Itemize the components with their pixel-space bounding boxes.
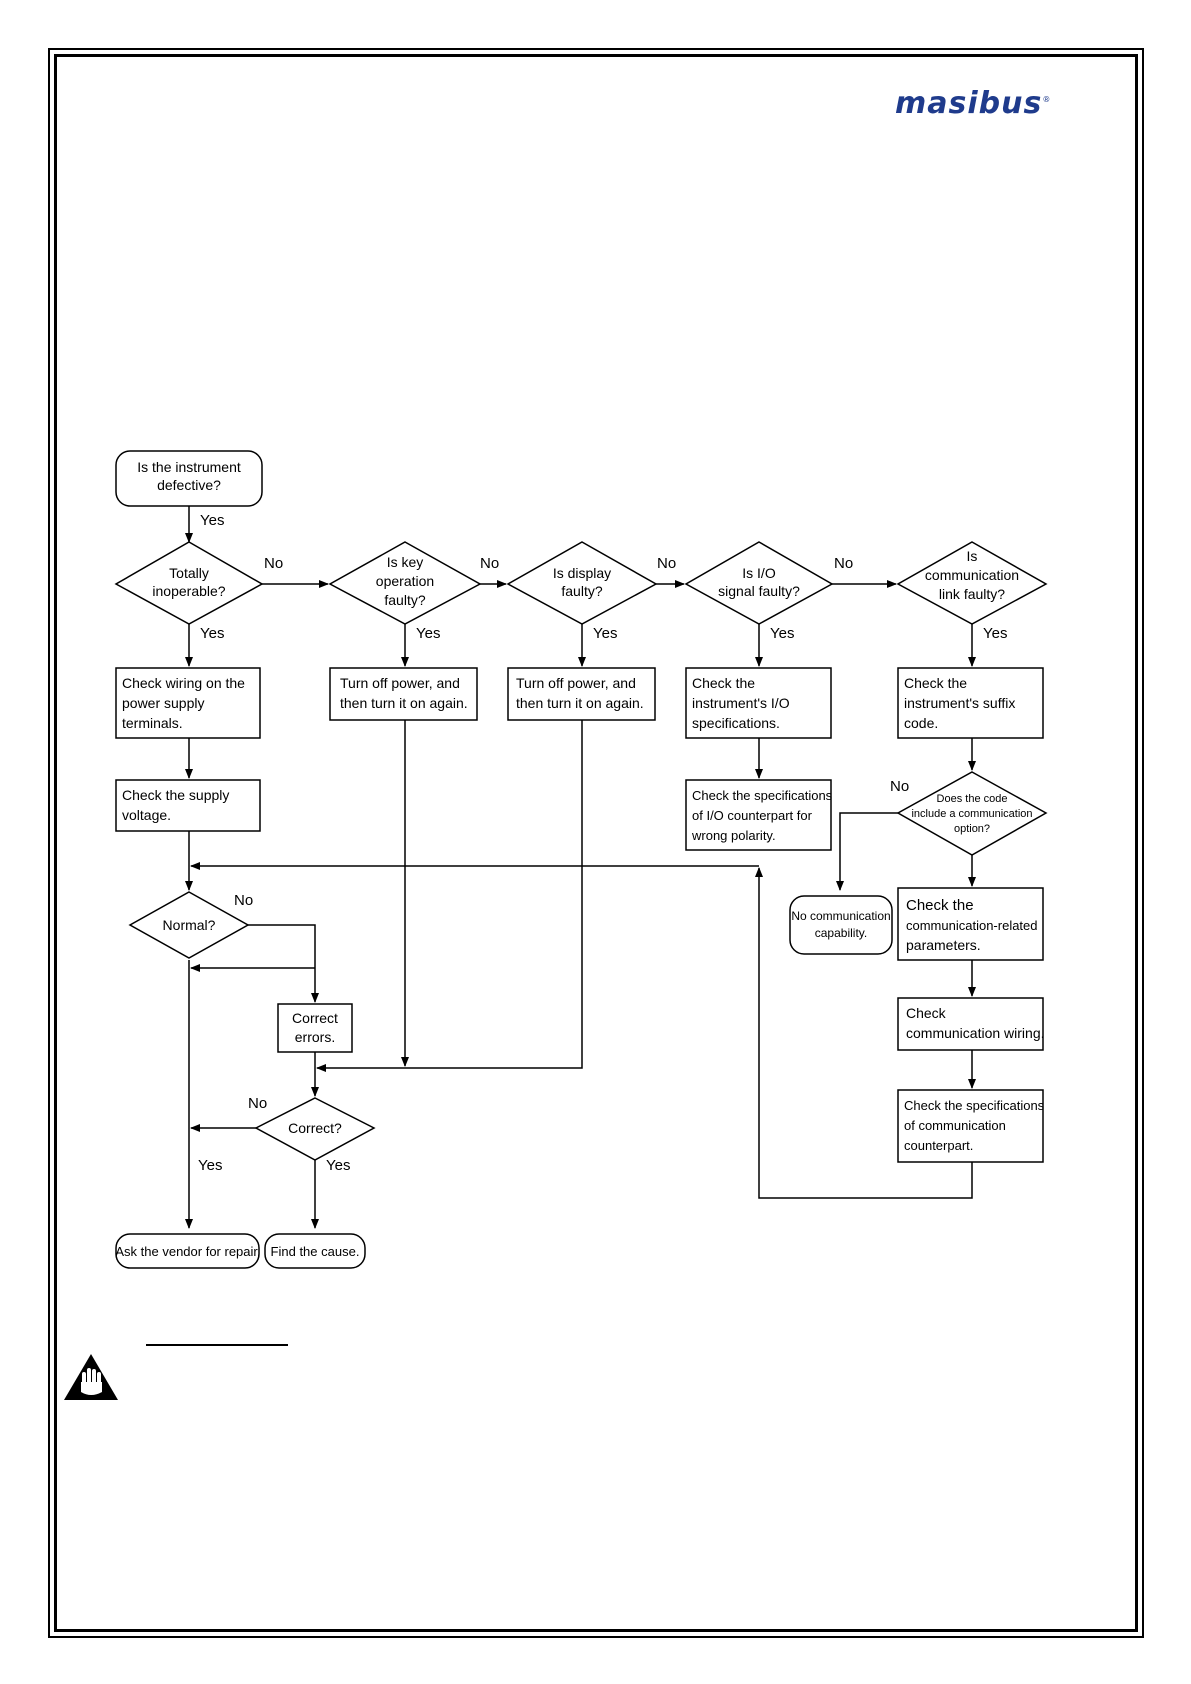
node-counter-shape [897,1089,1044,1163]
label-key-yes: Yes [416,625,440,642]
page-border-inner [54,54,1138,1632]
label-display-no: No [657,555,676,572]
node-wiring-shape [115,667,261,739]
node-params-shape [897,887,1044,961]
node-normal-shape [128,891,250,959]
edge-displaypower-merge [316,720,583,1072]
label-normal-yes: Yes [198,1157,222,1174]
page-border-outer [48,48,1144,1638]
label-totally-no: No [264,555,283,572]
label-io-yes: Yes [770,625,794,642]
brand-registered-mark: ® [1042,95,1052,104]
node-powerdisplay-shape [507,667,656,721]
node-suffix-shape [897,667,1044,739]
node-comm-shape [896,541,1048,625]
label-display-yes: Yes [593,625,617,642]
edge-counter-return [755,867,973,1199]
flow-shapes [114,450,1048,1269]
node-polarity-shape [685,779,832,851]
node-supply-shape [115,779,261,832]
node-cause-shape [264,1233,366,1269]
node-io-shape [684,541,834,625]
edge-normal-correcterrors [248,924,319,1003]
node-nocomm-shape [789,895,893,955]
node-correct-text: Correct? [288,1120,342,1136]
node-key-shape [328,541,482,625]
brand-name: masibus [895,86,1043,121]
node-display-shape [506,541,658,625]
label-correct-no: No [248,1095,267,1112]
node-vendor-text: Ask the vendor for repair. [115,1244,260,1259]
node-totally-shape [114,541,264,625]
node-powerkey-shape [329,667,478,721]
node-iospec-shape [685,667,832,739]
brand-logo: masibus® [895,86,1051,121]
node-option-shape [896,771,1048,856]
label-io-no: No [834,555,853,572]
node-commwiring-shape [897,997,1044,1051]
hand-stop-warning-icon [64,1354,118,1400]
label-start-yes: Yes [200,512,224,529]
node-correcterrors-shape [277,1003,353,1053]
edge-labels: Yes No No No No Yes Yes Yes Yes Yes No N… [198,512,1007,1174]
node-start-shape [115,450,263,507]
label-correct-yes: Yes [326,1157,350,1174]
label-normal-no: No [234,892,253,909]
node-correct-shape [254,1097,376,1161]
label-key-no: No [480,555,499,572]
node-vendor-shape [115,1233,260,1269]
section-underline [146,1344,288,1346]
node-normal-text: Normal? [163,917,216,933]
label-comm-yes: Yes [983,625,1007,642]
flow-connectors [185,506,976,1229]
edge-option-nocomm [836,812,898,891]
label-totally-yes: Yes [200,625,224,642]
node-cause-text: Find the cause. [271,1244,360,1259]
label-option-no: No [890,778,909,795]
